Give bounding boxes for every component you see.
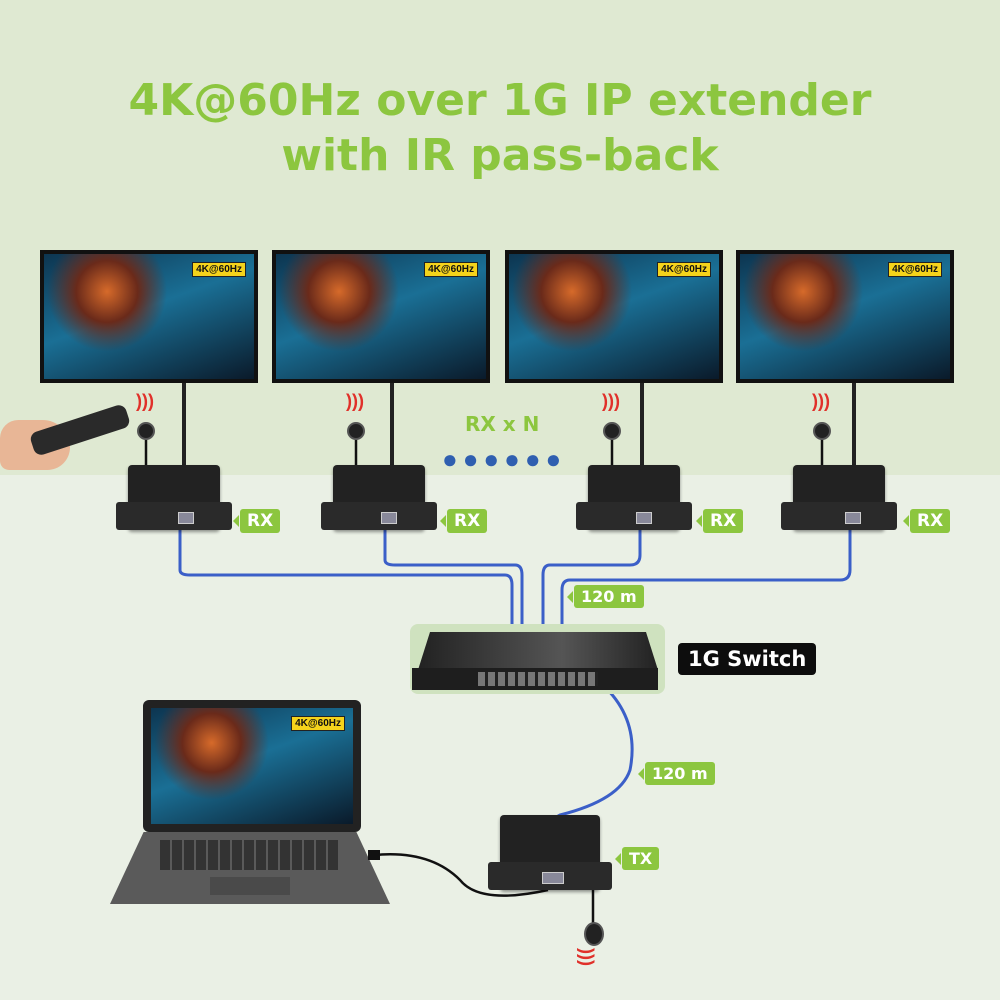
ir-receiver-icon (137, 422, 155, 440)
ethernet-port (178, 512, 194, 524)
hdmi-plug (368, 850, 380, 860)
rx-receiver (576, 465, 692, 530)
monitor: 4K@60Hz (272, 250, 490, 383)
laptop-touchpad (210, 877, 290, 895)
ir-signal-icon: ))) (346, 391, 364, 411)
tx-label: TX (614, 847, 660, 870)
rx-label: RX (232, 509, 281, 533)
ir-receiver-icon (813, 422, 831, 440)
ir-signal-icon: ))) (812, 391, 830, 411)
title-line-1: 4K@60Hz over 1G IP extender (128, 75, 872, 126)
resolution-badge: 4K@60Hz (192, 262, 246, 277)
rx-receiver (116, 465, 232, 530)
switch-label: 1G Switch (678, 643, 817, 675)
rx-label: RX (439, 509, 488, 533)
rx-count-label: RX x N (465, 412, 540, 436)
hdmi-input-port (542, 872, 564, 884)
top-background (0, 0, 1000, 475)
monitor: 4K@60Hz (505, 250, 723, 383)
cable-length-label: 120 m (638, 762, 715, 785)
hdmi-cable (852, 383, 856, 468)
concert-image: 4K@60Hz (151, 708, 353, 824)
rx-receiver (781, 465, 897, 530)
hdmi-cable (390, 383, 394, 468)
hdmi-cable (640, 383, 644, 468)
title-line-2: with IR pass-back (281, 130, 719, 181)
cable-length-label: 120 m (567, 585, 644, 608)
switch-ports (478, 672, 598, 686)
ir-signal-icon: ))) (576, 948, 597, 966)
concert-image: 4K@60Hz (44, 254, 254, 379)
hdmi-cable (182, 383, 186, 468)
resolution-badge: 4K@60Hz (657, 262, 711, 277)
resolution-badge: 4K@60Hz (424, 262, 478, 277)
rx-label: RX (695, 509, 744, 533)
monitor: 4K@60Hz (736, 250, 954, 383)
ethernet-port (845, 512, 861, 524)
ethernet-port (636, 512, 652, 524)
tx-transmitter (488, 815, 612, 890)
switch-top (418, 632, 658, 670)
laptop-keyboard (160, 840, 340, 870)
monitor: 4K@60Hz (40, 250, 258, 383)
resolution-badge: 4K@60Hz (291, 716, 345, 731)
concert-image: 4K@60Hz (276, 254, 486, 379)
ir-receiver-icon (603, 422, 621, 440)
ir-signal-icon: ))) (602, 391, 620, 411)
more-receivers-dots: ●●●●●● (442, 444, 567, 474)
network-switch (412, 668, 658, 690)
rx-receiver (321, 465, 437, 530)
laptop-screen: 4K@60Hz (143, 700, 361, 832)
ethernet-port (381, 512, 397, 524)
rx-label: RX (902, 509, 951, 533)
resolution-badge: 4K@60Hz (888, 262, 942, 277)
concert-image: 4K@60Hz (509, 254, 719, 379)
concert-image: 4K@60Hz (740, 254, 950, 379)
ir-receiver-icon (347, 422, 365, 440)
ir-signal-icon: ))) (136, 391, 154, 411)
ir-emitter-icon (584, 922, 604, 946)
laptop-keyboard-base (110, 832, 390, 904)
